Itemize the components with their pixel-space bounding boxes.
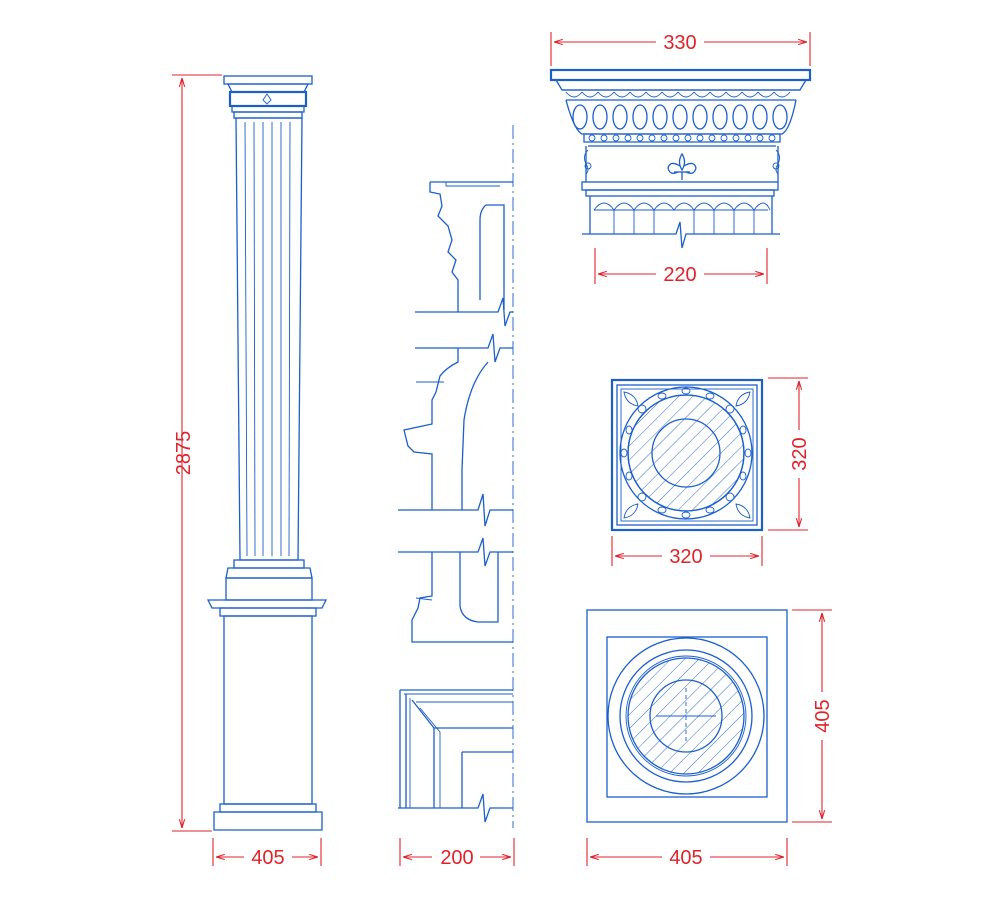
capital-neck-label: 220 [663,264,696,286]
profile-section [398,125,514,828]
dimension-capital-top: 330 [550,32,811,66]
dimension-base-width: 405 [212,838,322,869]
capital-plan-height-label: 320 [789,437,811,470]
fleur-de-lis-icon [667,152,697,180]
capital-plan [610,378,764,532]
base-plan-width-label: 405 [669,847,702,869]
dimension-base-plan-width: 405 [586,838,788,869]
base-width-label: 405 [251,847,284,869]
capital-top-label: 330 [663,32,696,54]
base-plan [586,609,788,823]
dimension-column-height: 2875 [172,74,222,832]
dimension-capital-plan-height: 320 [768,377,811,531]
capital-elevation [549,68,812,249]
column-elevation [206,75,328,831]
dimension-base-plan-height: 405 [792,609,834,823]
profile-width-label: 200 [440,847,473,869]
dimension-profile-width: 200 [399,838,515,869]
capital-plan-width-label: 320 [669,546,702,568]
height-label: 2875 [173,431,195,476]
base-plan-height-label: 405 [812,699,834,732]
dimension-capital-plan-width: 320 [611,536,763,568]
dimension-capital-neck: 220 [594,248,768,286]
